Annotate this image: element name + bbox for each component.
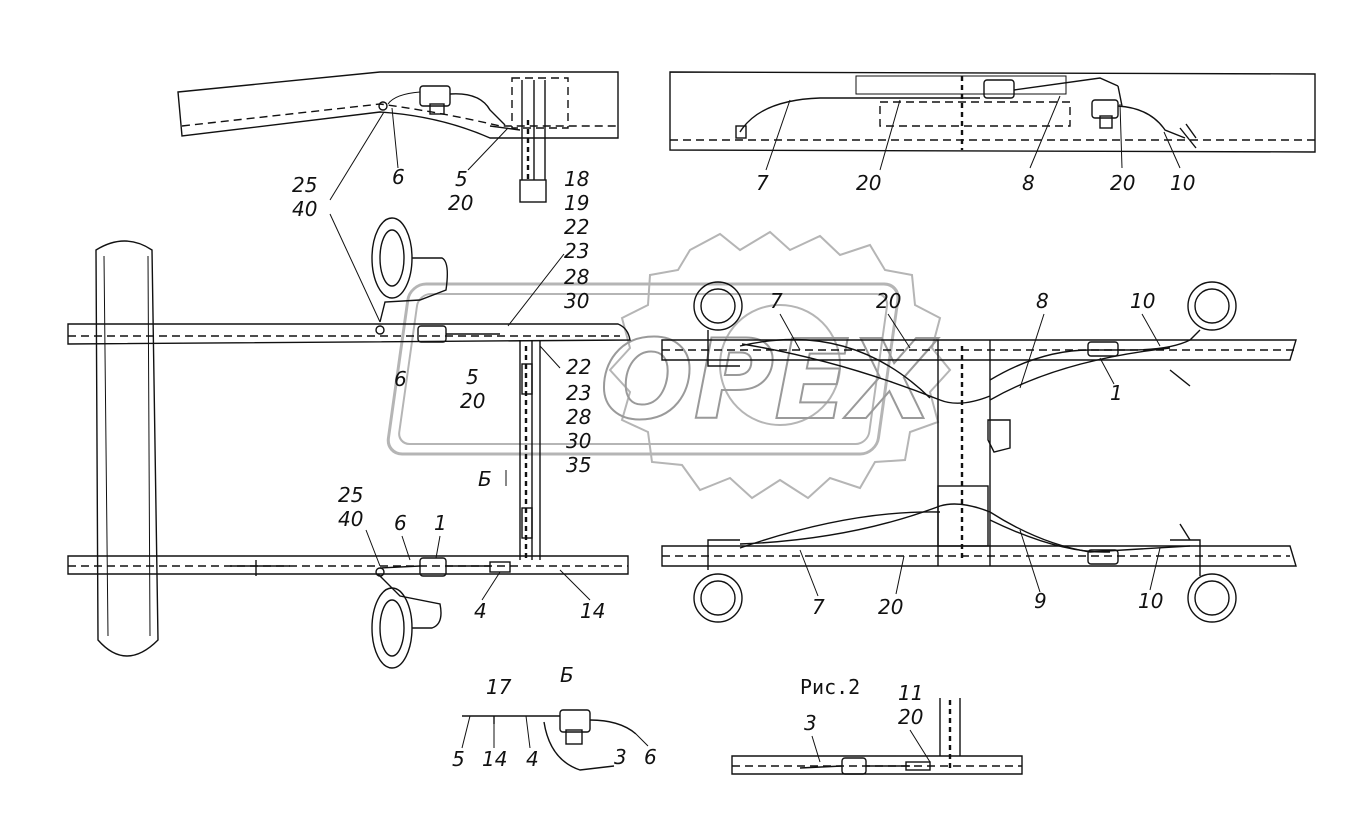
label-6: 6 [644, 745, 657, 769]
label-40: 40 [292, 197, 317, 221]
valve-icon [417, 325, 500, 343]
view-b-caption: Б [560, 663, 574, 687]
label-3: 3 [614, 745, 627, 769]
label-20: 20 [448, 191, 473, 215]
watermark-logo: OPEX [386, 230, 952, 500]
label-1: 1 [434, 511, 447, 535]
label-stack-item: 28 [564, 265, 589, 289]
relay-valve-icon [1087, 341, 1119, 565]
brake-chamber-icon [371, 573, 442, 669]
label-5: 5 [466, 365, 479, 389]
label-stack-item: 23 [564, 239, 589, 263]
brake-chamber-icon [371, 217, 449, 323]
label-20: 20 [876, 289, 901, 313]
relay-valve-icon [1091, 99, 1119, 129]
label-17: 17 [486, 675, 512, 699]
wheel-hub-icon [693, 573, 743, 623]
wheel-hub-icon [1187, 281, 1237, 331]
label-6: 6 [392, 165, 405, 189]
label-stack-item: 22 [566, 355, 591, 379]
label-8: 8 [1022, 171, 1035, 195]
gear-icon [608, 230, 952, 500]
label-7: 7 [756, 171, 769, 195]
label-10: 10 [1170, 171, 1195, 195]
label-7: 7 [770, 289, 783, 313]
watermark-frame [386, 282, 900, 456]
right-frame: 7 20 8 10 1 7 20 9 10 [661, 281, 1297, 623]
label-20: 20 [898, 705, 923, 729]
label-stack-item: 23 [566, 381, 591, 405]
label-5: 5 [452, 747, 465, 771]
label-9: 9 [1034, 589, 1047, 613]
view-b: Б 17 5 14 4 3 6 [452, 663, 657, 771]
top-left-view: 6 5 20 25 40 18 19 22 23 28 30 [177, 71, 619, 327]
label-20: 20 [856, 171, 881, 195]
label-6: 6 [394, 367, 407, 391]
label-5: 5 [455, 167, 468, 191]
label-stack-mid: 22 23 28 30 35 [566, 355, 591, 477]
label-7: 7 [812, 595, 825, 619]
label-25: 25 [292, 173, 317, 197]
label-6: 6 [394, 511, 407, 535]
label-10: 10 [1138, 589, 1163, 613]
label-20: 20 [878, 595, 903, 619]
valve-icon [983, 77, 1119, 99]
label-stack-item: 30 [566, 429, 591, 453]
front-wheel [95, 240, 159, 657]
label-1: 1 [1110, 381, 1123, 405]
label-4: 4 [526, 747, 539, 771]
left-frame: 6 5 20 22 23 28 30 35 Б 25 40 6 1 4 14 [67, 217, 631, 669]
label-40: 40 [338, 507, 363, 531]
label-3: 3 [804, 711, 817, 735]
relay-valve-icon [419, 85, 506, 126]
label-stack-top: 18 19 22 23 28 30 [564, 167, 589, 313]
label-stack-item: 22 [564, 215, 589, 239]
wheel-hub-icon [1187, 573, 1237, 623]
label-stack-item: 18 [564, 167, 589, 191]
label-10: 10 [1130, 289, 1155, 313]
label-stack-item: 30 [564, 289, 589, 313]
label-14: 14 [482, 747, 507, 771]
label-stack-item: 28 [566, 405, 591, 429]
label-14: 14 [580, 599, 605, 623]
label-8: 8 [1036, 289, 1049, 313]
label-stack-item: 19 [564, 191, 589, 215]
label-25: 25 [338, 483, 363, 507]
label-20: 20 [460, 389, 485, 413]
figure-2-caption: Рис.2 [800, 675, 860, 699]
label-11: 11 [898, 681, 923, 705]
valve-icon [559, 709, 637, 745]
wheel-hub-icon [693, 281, 743, 331]
watermark-text: OPEX [600, 316, 939, 444]
view-b-marker: Б [478, 467, 492, 491]
label-4: 4 [474, 599, 487, 623]
label-20: 20 [1110, 171, 1135, 195]
label-stack-item: 35 [566, 453, 591, 477]
valve-icon [987, 419, 1011, 453]
figure-2: Рис.2 3 11 20 [731, 675, 1023, 775]
top-right-view: 7 20 8 20 10 [669, 71, 1316, 195]
